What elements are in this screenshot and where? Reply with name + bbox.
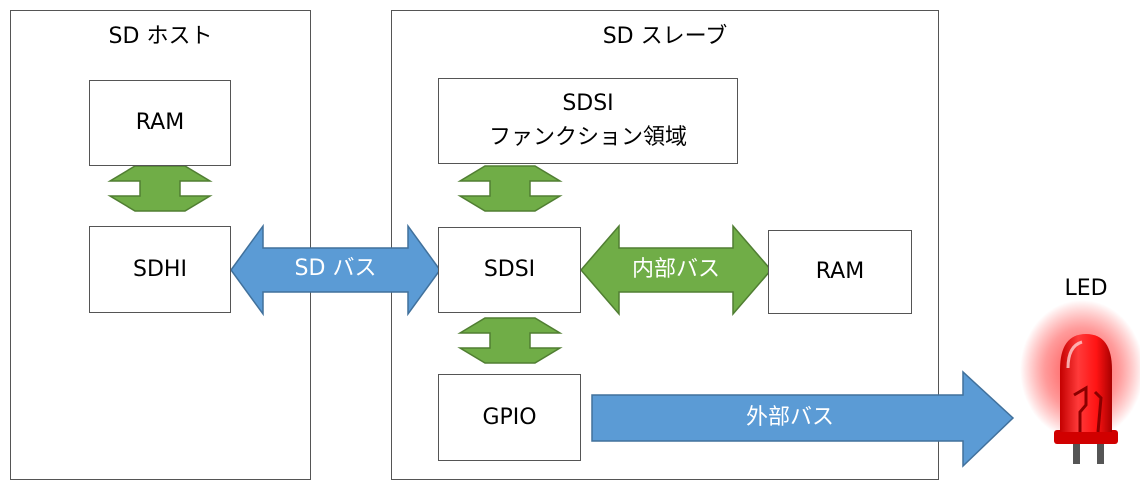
sdsi-box: SDSI [438,227,581,313]
gpio-label: GPIO [482,404,537,430]
host-ram-label: RAM [135,110,185,135]
external-bus-label: 外部バス [745,405,834,430]
host-ram-box: RAM [89,80,231,166]
sdhi-box: SDHI [89,226,231,313]
slave-ram-box: RAM [768,230,912,314]
slave-func-sdsi-arrow [457,165,563,212]
sdsi-function-line2: ファンクション領域 [488,125,687,150]
sd-slave-title: SD スレーブ [602,24,728,49]
slave-ram-label: RAM [815,259,865,284]
gpio-box: GPIO [438,374,581,461]
external-bus-arrow [591,370,1015,468]
led-label: LED [1064,276,1108,301]
sdsi-function-line1: SDSI [562,91,614,116]
sdhi-label: SDHI [133,256,187,282]
sdsi-label: SDSI [483,257,536,282]
slave-sdsi-gpio-arrow [457,317,563,364]
sd-bus-label: SD バス [294,256,377,281]
sd-host-title: SD ホスト [108,24,213,49]
host-ram-sdhi-arrow [107,165,213,212]
led-icon [1020,300,1140,464]
internal-bus-label: 内部バス [631,257,720,282]
sdsi-function-area-box: SDSI ファンクション領域 [438,78,738,164]
